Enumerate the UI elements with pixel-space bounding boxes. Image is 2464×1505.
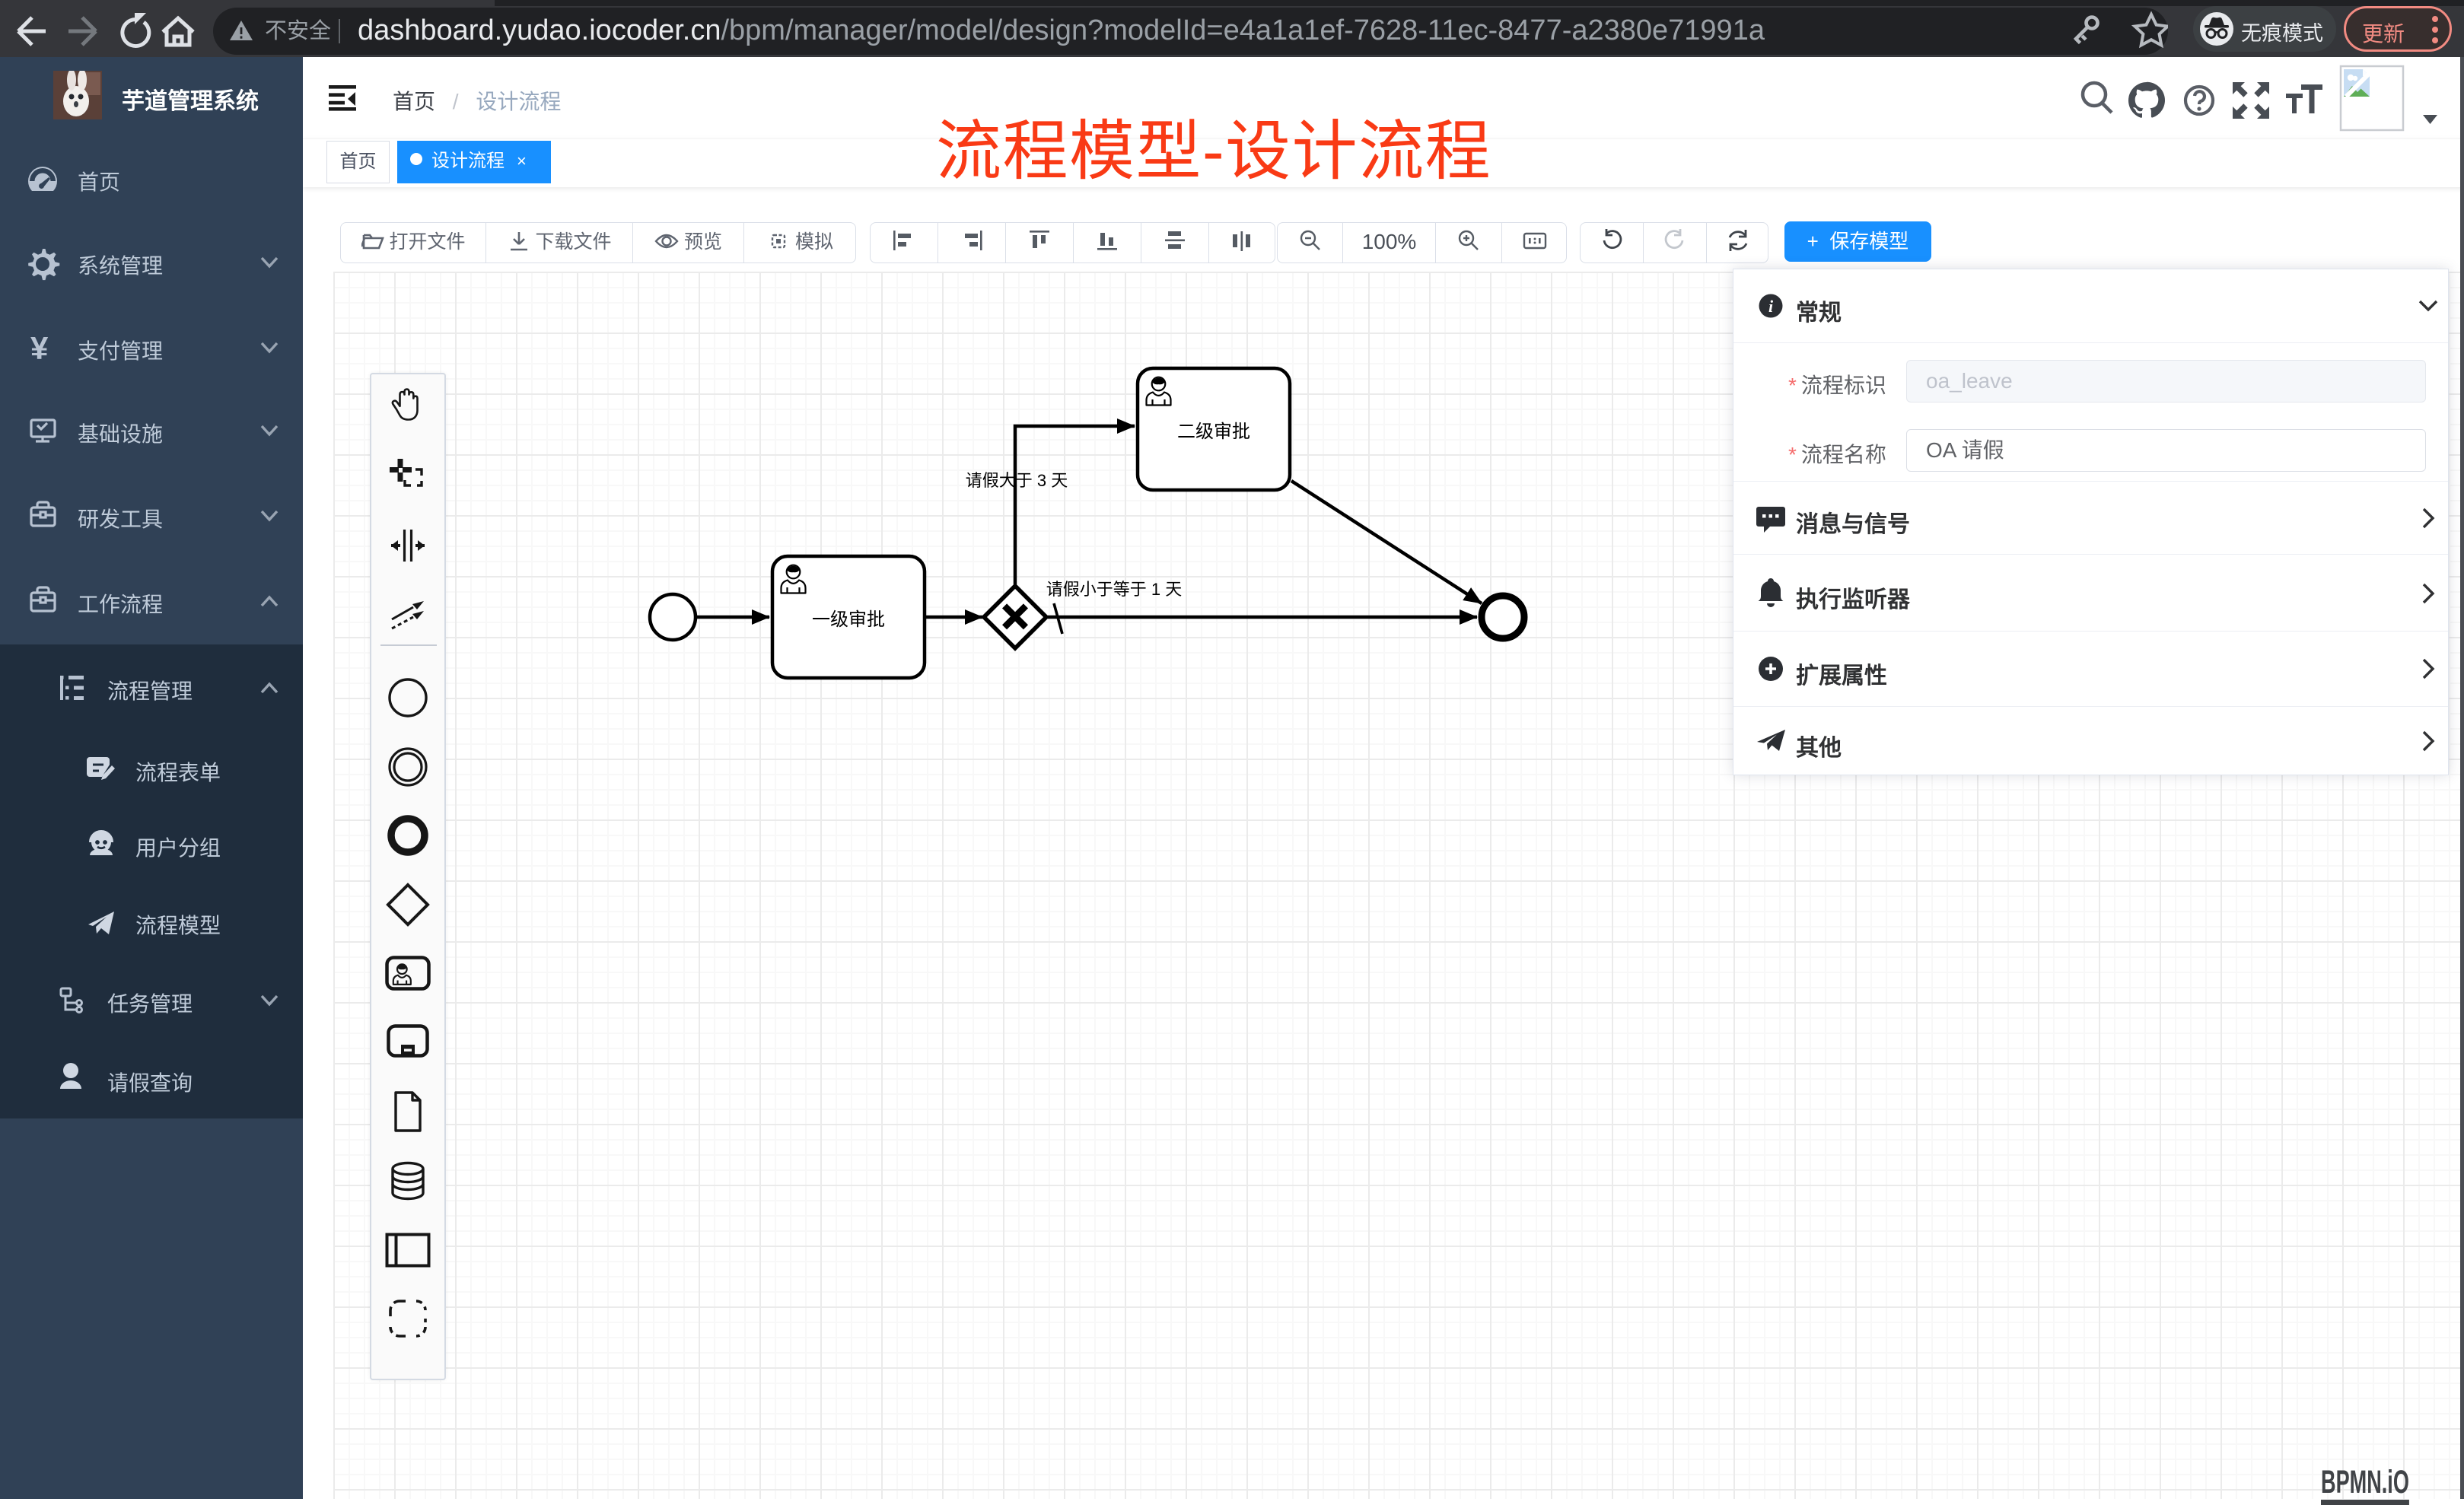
svg-text:i: i bbox=[1768, 297, 1774, 316]
svg-text:二级审批: 二级审批 bbox=[1177, 422, 1250, 442]
svg-text:请假小于等于 1 天: 请假小于等于 1 天 bbox=[1046, 580, 1182, 599]
svg-text:一级审批: 一级审批 bbox=[812, 609, 885, 630]
svg-text:请假大于 3 天: 请假大于 3 天 bbox=[966, 471, 1068, 490]
svg-text:¥: ¥ bbox=[30, 330, 49, 366]
